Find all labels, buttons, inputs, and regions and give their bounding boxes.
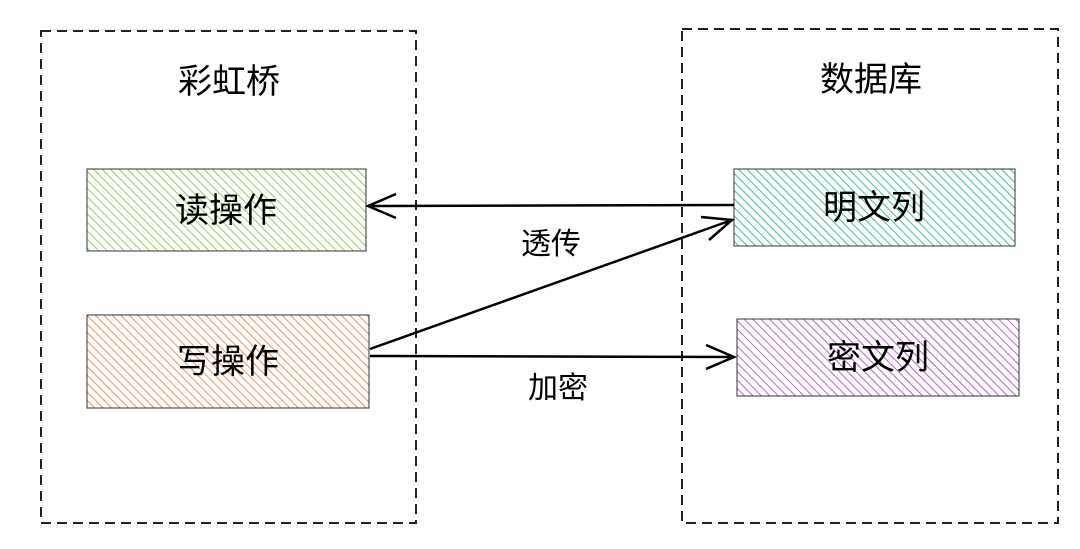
edge-write-to-plaintext (369, 215, 736, 351)
node-ciphertext-column: 密文列 (736, 318, 1020, 397)
edge-label-passthrough: 透传 (521, 227, 581, 262)
node-label-write: 写操作 (177, 342, 279, 382)
node-write-operation: 写操作 (86, 314, 370, 409)
node-label-read: 读操作 (175, 191, 277, 231)
edge-write-to-ciphertext (369, 343, 738, 371)
group-title-database: 数据库 (820, 60, 922, 100)
edge-label-encrypt: 加密 (528, 371, 588, 406)
node-read-operation: 读操作 (86, 168, 367, 252)
group-database: 数据库 (681, 28, 1059, 524)
node-label-plaintext: 明文列 (823, 188, 925, 228)
node-plaintext-column: 明文列 (733, 168, 1016, 247)
edge-plaintext-to-read (364, 192, 735, 220)
group-rainbow-bridge: 彩虹桥 (40, 30, 417, 524)
group-title-rainbow-bridge: 彩虹桥 (178, 62, 280, 102)
node-label-ciphertext: 密文列 (827, 338, 929, 378)
